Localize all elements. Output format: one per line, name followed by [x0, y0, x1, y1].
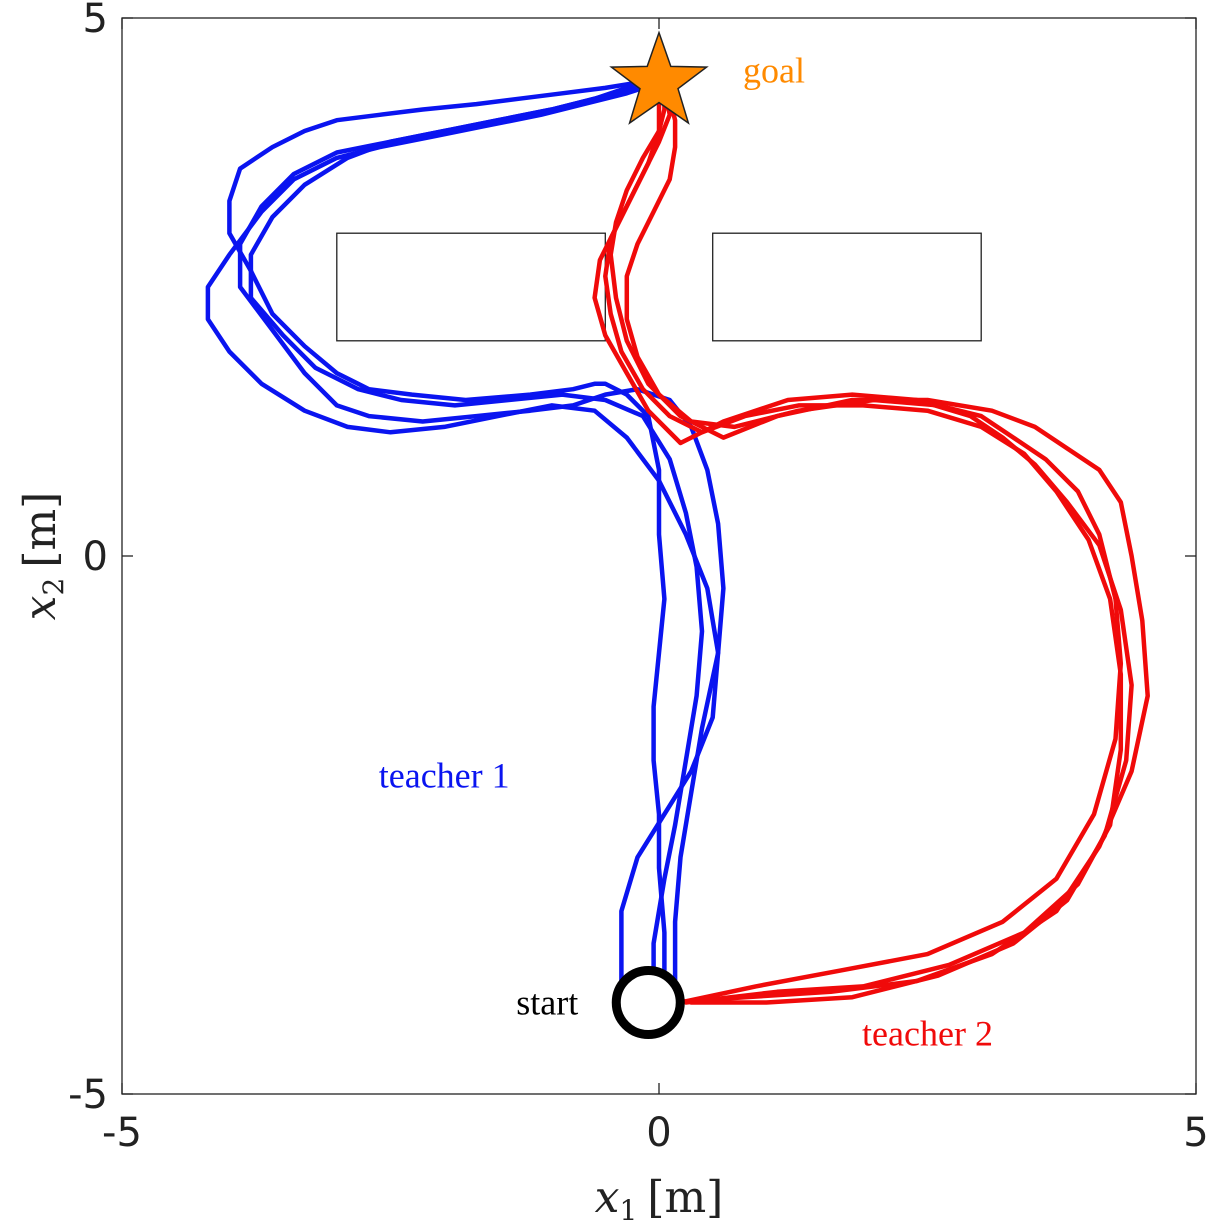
x-tick-label: 0 — [646, 1110, 671, 1156]
start-circle-marker — [611, 966, 685, 1040]
teacher1-trajectory-4 — [248, 80, 705, 1005]
ticks-layer: -5 0 5 -5 0 5 — [68, 0, 1208, 1156]
obstacle-1 — [336, 232, 606, 342]
x-tick-label: -5 — [102, 1110, 142, 1156]
obstacles-layer — [336, 232, 982, 342]
annotation-teacher-1: teacher 1 — [379, 755, 510, 795]
y-tick-label: 0 — [83, 534, 108, 580]
start-label: start — [516, 983, 578, 1023]
teacher2-trajectory-7 — [592, 80, 1134, 1005]
annotation-teacher-2: teacher 2 — [862, 1014, 993, 1054]
goal-label: goal — [743, 51, 805, 91]
teacher2-trajectory-6 — [624, 80, 1124, 1005]
x-axis-label: x1[m] — [595, 1172, 724, 1225]
teacher2-trajectory-8 — [603, 80, 1124, 1005]
x-tick-label: 5 — [1183, 1110, 1208, 1156]
y-tick-label: 5 — [83, 0, 108, 42]
obstacle-2 — [712, 232, 982, 342]
y-tick-label: -5 — [68, 1072, 108, 1118]
teacher1-trajectory-3 — [205, 80, 721, 1005]
teacher1-trajectory-1 — [227, 80, 667, 1005]
y-axis-label: x2[m] — [15, 492, 70, 621]
series-layer — [205, 80, 1150, 1005]
goal-star-marker — [609, 30, 709, 125]
